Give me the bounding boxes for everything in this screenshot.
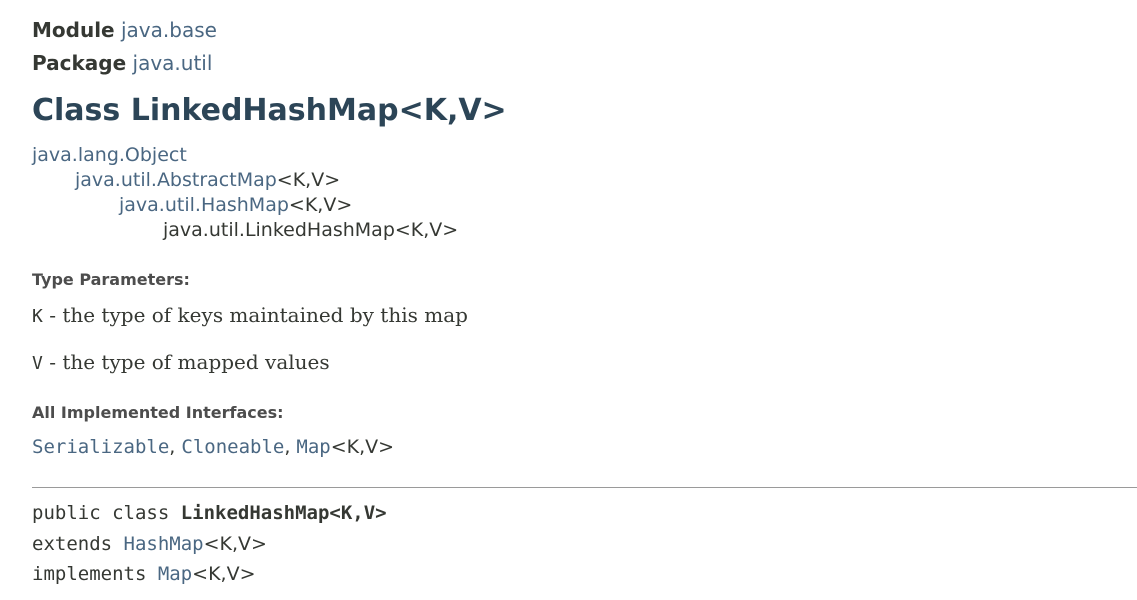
implements-map-link[interactable]: Map bbox=[157, 563, 193, 585]
extends-hashmap-link[interactable]: HashMap bbox=[123, 533, 204, 555]
hashmap-link[interactable]: java.util.HashMap bbox=[119, 194, 289, 216]
module-label: Module bbox=[32, 18, 115, 42]
map-generics: <K,V> bbox=[330, 436, 395, 458]
type-parameter-v-name: V bbox=[32, 353, 43, 374]
map-code: Map bbox=[296, 436, 331, 458]
linkedhashmap-current: java.util.LinkedHashMap<K,V> bbox=[163, 219, 459, 241]
abstractmap-generics: <K,V> bbox=[276, 169, 341, 191]
serializable-link[interactable]: Serializable bbox=[32, 436, 169, 458]
inheritance-item-abstractmap: java.util.AbstractMap<K,V> bbox=[75, 169, 340, 191]
cloneable-link[interactable]: Cloneable bbox=[181, 436, 284, 458]
type-parameters-heading: Type Parameters: bbox=[32, 270, 190, 289]
signature-class-name: LinkedHashMap<K,V> bbox=[180, 502, 387, 524]
abstractmap-link[interactable]: java.util.AbstractMap bbox=[75, 169, 277, 191]
extends-keyword: extends bbox=[32, 533, 124, 555]
type-parameter-k: K - the type of keys maintained by this … bbox=[32, 303, 468, 327]
inheritance-item-object: java.lang.Object bbox=[32, 144, 187, 166]
extends-generics: <K,V> bbox=[203, 533, 267, 555]
module-link[interactable]: java.base bbox=[120, 18, 217, 42]
inheritance-item-linkedhashmap: java.util.LinkedHashMap<K,V> bbox=[163, 219, 458, 241]
serializable-code: Serializable bbox=[32, 436, 170, 458]
package-link[interactable]: java.util bbox=[132, 51, 213, 75]
type-parameter-v-desc: - the type of mapped values bbox=[42, 350, 330, 374]
page-title: Class LinkedHashMap<K,V> bbox=[32, 93, 507, 128]
signature-declaration: public class LinkedHashMap<K,V> bbox=[32, 502, 387, 524]
type-parameter-k-desc: - the type of keys maintained by this ma… bbox=[42, 303, 468, 327]
implements-generics: <K,V> bbox=[192, 563, 256, 585]
module-line: Module java.base bbox=[32, 18, 217, 42]
signature-modifiers: public class bbox=[32, 502, 181, 524]
interfaces-heading: All Implemented Interfaces: bbox=[32, 403, 284, 422]
type-parameter-k-name: K bbox=[32, 306, 43, 327]
signature-implements: implements Map<K,V> bbox=[32, 563, 256, 585]
object-link[interactable]: java.lang.Object bbox=[32, 144, 187, 166]
signature-extends: extends HashMap<K,V> bbox=[32, 533, 267, 555]
cloneable-code: Cloneable bbox=[181, 436, 285, 458]
implements-keyword: implements bbox=[32, 563, 158, 585]
hashmap-generics: <K,V> bbox=[288, 194, 353, 216]
type-parameter-v: V - the type of mapped values bbox=[32, 350, 330, 374]
map-link[interactable]: Map bbox=[296, 436, 330, 458]
interfaces-separator-1: , bbox=[169, 436, 182, 458]
package-label: Package bbox=[32, 51, 127, 75]
package-line: Package java.util bbox=[32, 51, 212, 75]
interfaces-list: Serializable, Cloneable, Map<K,V> bbox=[32, 436, 394, 458]
inheritance-item-hashmap: java.util.HashMap<K,V> bbox=[119, 194, 352, 216]
interfaces-separator-2: , bbox=[284, 436, 297, 458]
section-divider bbox=[32, 487, 1137, 488]
